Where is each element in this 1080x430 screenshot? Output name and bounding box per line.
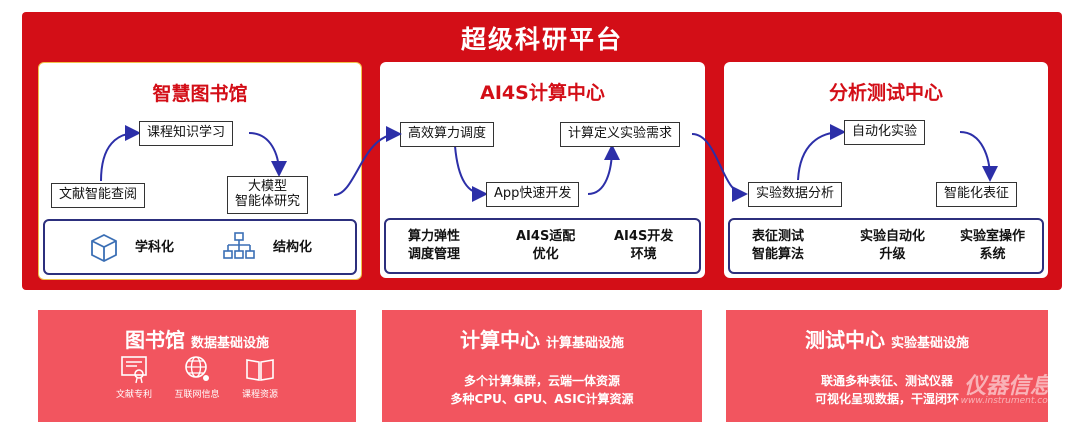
ai4s-flow-arrows: [454, 144, 620, 202]
library-title: 智慧图书馆: [152, 83, 248, 105]
feature-line: 智能算法: [752, 246, 805, 262]
watermark-url: www.instrument.com.cn: [960, 396, 1070, 406]
library-infra-subtitle: 数据基础设施: [190, 336, 269, 351]
library-infrastructure-box: 图书馆数据基础设施 文献专利 互联网信息 课程资源: [38, 310, 356, 422]
lab-operation-feature: 实验室操作 系统: [960, 228, 1025, 263]
automation-experiment-node: 自动化实验: [844, 120, 926, 145]
course-resource: 课程资源: [230, 354, 290, 400]
compute-infrastructure-box: 计算中心计算基础设施 多个计算集群，云端一体资源 多种CPU、GPU、ASIC计…: [382, 310, 702, 422]
experiment-data-node: 实验数据分析: [748, 182, 843, 207]
globe-icon: [185, 356, 209, 381]
resource-label: 文献专利: [115, 390, 152, 400]
test-infra-line2: 可视化呈现数据，干湿闭环: [814, 392, 959, 406]
analysis-flow-arrows: [797, 124, 998, 182]
ai4s-feature-panel: 算力弹性 调度管理 AI4S适配 优化 AI4S开发 环境: [384, 218, 701, 274]
feature-line: 环境: [630, 246, 657, 262]
ai4s-optimization-feature: AI4S适配 优化: [516, 228, 575, 263]
test-infra-title: 测试中心: [804, 328, 885, 352]
feature-line: 表征测试: [752, 229, 805, 244]
discipline-feature: 学科化: [135, 240, 175, 255]
feature-line: 实验室操作: [960, 229, 1026, 244]
cube-icon: [91, 233, 117, 263]
library-feature-panel: 学科化 结构化: [43, 219, 357, 275]
course-learning-node: 课程知识学习: [139, 121, 234, 146]
analysis-feature-panel: 表征测试 智能算法 实验自动化 升级 实验室操作 系统: [728, 218, 1044, 274]
certificate-icon: [121, 356, 147, 384]
internet-resource: 互联网信息: [167, 354, 227, 400]
compute-infra-subtitle: 计算基础设施: [545, 336, 624, 351]
feature-line: 算力弹性: [408, 229, 461, 244]
hierarchy-icon: [223, 232, 255, 259]
analysis-card: 分析测试中心 自动化实验 实验数据分析 智能化表征 表征测试 智能算法 实验自动…: [724, 62, 1048, 278]
large-model-line1: 大模型: [248, 179, 288, 195]
characterization-algorithm-feature: 表征测试 智能算法: [752, 228, 804, 263]
large-model-line2: 智能体研究: [235, 194, 301, 209]
library-infra-heading: 图书馆数据基础设施: [38, 324, 356, 353]
library-flow-arrows: [100, 125, 287, 182]
large-model-node: 大模型 智能体研究: [227, 176, 309, 214]
feature-line: AI4S开发: [614, 229, 674, 244]
book-icon: [246, 359, 274, 381]
resource-label: 课程资源: [241, 390, 278, 400]
feature-line: 优化: [532, 246, 559, 262]
compute-infra-line1: 多个计算集群，云端一体资源: [463, 374, 620, 388]
ai4s-title: AI4S计算中心: [480, 82, 605, 104]
patents-resource: 文献专利: [104, 354, 164, 400]
feature-line: 调度管理: [408, 246, 461, 262]
card-connector-arrows: [333, 126, 748, 202]
compute-infra-heading: 计算中心计算基础设施: [382, 324, 702, 353]
elastic-scheduling-feature: 算力弹性 调度管理: [408, 228, 460, 263]
test-infra-heading: 测试中心实验基础设施: [726, 324, 1048, 353]
intelligent-characterization-node: 智能化表征: [936, 182, 1018, 207]
structure-feature: 结构化: [273, 240, 313, 255]
resource-label: 互联网信息: [174, 390, 220, 400]
test-infrastructure-box: 测试中心实验基础设施 联通多种表征、测试仪器 可视化呈现数据，干湿闭环: [726, 310, 1048, 422]
watermark-logo: 仪器信息网: [963, 374, 1074, 399]
analysis-title: 分析测试中心: [828, 82, 943, 104]
test-infra-subtitle: 实验基础设施: [890, 336, 969, 351]
feature-line: 升级: [879, 246, 906, 262]
experiment-demand-node: 计算定义实验需求: [560, 122, 681, 147]
literature-search-node: 文献智能查阅: [51, 183, 146, 208]
app-development-node: App快速开发: [486, 182, 580, 207]
automation-upgrade-feature: 实验自动化 升级: [860, 228, 925, 263]
compute-infra-title: 计算中心: [459, 328, 540, 352]
ai4s-card: AI4S计算中心 高效算力调度 计算定义实验需求 App快速开发 算力弹性 调度…: [380, 62, 705, 278]
feature-line: AI4S适配: [516, 229, 576, 244]
platform-title: 超级科研平台: [460, 25, 623, 54]
library-card: 智慧图书馆 课程知识学习 文献智能查阅 大模型 智能体研究 学科化 结构化: [38, 62, 362, 280]
compute-infra-line2: 多种CPU、GPU、ASIC计算资源: [450, 392, 634, 406]
feature-line: 系统: [979, 246, 1006, 262]
feature-line: 实验自动化: [860, 229, 926, 244]
ai4s-dev-env-feature: AI4S开发 环境: [614, 228, 673, 263]
test-infra-line1: 联通多种表征、测试仪器: [820, 374, 953, 388]
compute-scheduling-node: 高效算力调度: [400, 122, 495, 147]
library-infra-title: 图书馆: [124, 328, 185, 352]
